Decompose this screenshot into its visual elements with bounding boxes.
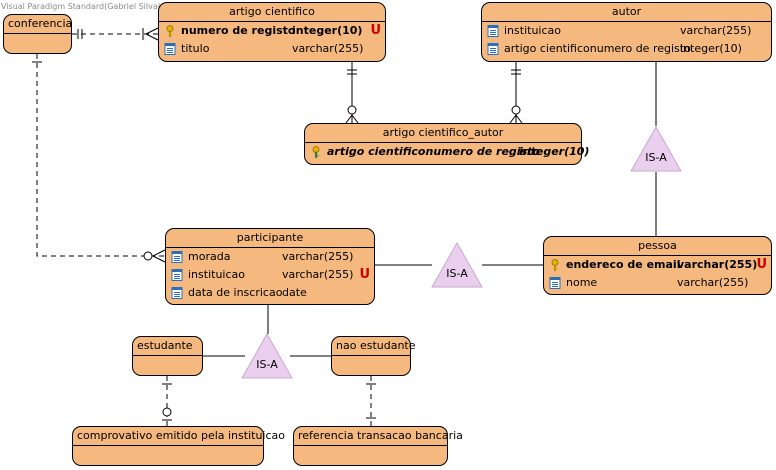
entity-title: artigo cientifico (159, 3, 385, 22)
isa-label: IS-A (645, 151, 667, 164)
column-row[interactable]: artigo cientificonumero de registo integ… (305, 143, 589, 161)
entity-title: autor (482, 3, 771, 22)
entity-artigo-cientifico-autor[interactable]: artigo cientifico_autor artigo cientific… (304, 123, 589, 165)
unique-marker: U (756, 257, 767, 272)
column-name: artigo cientificonumero de registo (504, 42, 691, 55)
column-row[interactable]: nome varchar(255) (544, 274, 771, 292)
isa-triangle-icon (630, 125, 682, 172)
column-type: varchar(255) (677, 258, 758, 271)
column-row[interactable]: data de inscricao date (166, 284, 374, 302)
column-name: numero de registo (181, 24, 296, 37)
column-type: integer(10) (292, 24, 363, 37)
isa-triangle-icon (431, 241, 483, 288)
isa-participante-pessoa[interactable]: IS-A (431, 241, 483, 288)
column-icon (487, 43, 499, 55)
entity-title: nao estudante (332, 337, 416, 356)
entity-title: comprovativo emitido pela instituicao (73, 427, 285, 446)
column-icon (164, 43, 176, 55)
column-name: instituicao (188, 268, 245, 281)
column-type: varchar(255) (282, 268, 354, 281)
column-name: endereco de email (566, 258, 681, 271)
column-row[interactable]: instituicao varchar(255) U (166, 266, 374, 284)
entity-title: artigo cientifico_autor (305, 124, 581, 143)
column-name: artigo cientificonumero de registo (327, 145, 540, 158)
entity-title: conferencia (4, 15, 72, 34)
entity-nao-estudante[interactable]: nao estudante (331, 336, 416, 376)
column-icon (549, 277, 561, 289)
entity-title: participante (166, 229, 374, 248)
entity-title: referencia transacao bancaria (294, 427, 463, 446)
column-type: date (282, 286, 307, 299)
column-name: instituicao (504, 24, 561, 37)
column-icon (171, 269, 183, 281)
key-icon (551, 259, 559, 271)
column-type: integer(10) (519, 145, 590, 158)
column-type: integer(10) (680, 42, 742, 55)
column-type: varchar(255) (282, 250, 354, 263)
column-icon (171, 251, 183, 263)
column-row[interactable]: artigo cientificonumero de registo integ… (482, 40, 771, 58)
entity-artigo-cientifico[interactable]: artigo cientifico numero de registo inte… (158, 2, 386, 62)
unique-marker: U (370, 23, 381, 38)
entity-comprovativo[interactable]: comprovativo emitido pela instituicao (72, 426, 285, 466)
column-row[interactable]: morada varchar(255) (166, 248, 374, 266)
entity-participante[interactable]: participante morada varchar(255) institu… (165, 228, 375, 305)
column-row[interactable]: titulo varchar(255) (159, 40, 385, 58)
column-row[interactable]: instituicao varchar(255) (482, 22, 771, 40)
rel-conferencia-participante (36, 54, 165, 257)
entity-title: pessoa (544, 237, 771, 256)
column-icon (487, 25, 499, 37)
isa-label: IS-A (256, 358, 278, 371)
unique-marker: U (359, 267, 370, 282)
column-row[interactable]: numero de registo integer(10) U (159, 22, 385, 40)
column-type: varchar(255) (680, 24, 752, 37)
entity-referencia[interactable]: referencia transacao bancaria (293, 426, 463, 466)
column-name: titulo (181, 42, 210, 55)
entity-pessoa[interactable]: pessoa endereco de email varchar(255) U … (543, 236, 772, 295)
column-name: data de inscricao (188, 286, 283, 299)
column-type: varchar(255) (677, 276, 749, 289)
isa-triangle-icon (241, 332, 293, 379)
foreign-key-icon (312, 146, 320, 158)
entity-estudante[interactable]: estudante (132, 336, 203, 376)
entity-conferencia[interactable]: conferencia (3, 14, 72, 54)
entity-autor[interactable]: autor instituicao varchar(255) artigo ci… (481, 2, 772, 62)
key-icon (166, 25, 174, 37)
column-icon (171, 287, 183, 299)
isa-autor-pessoa[interactable]: IS-A (630, 125, 682, 172)
watermark: Visual Paradigm Standard(Gabriel Silva(U… (1, 2, 260, 11)
column-name: nome (566, 276, 598, 289)
isa-label: IS-A (446, 267, 468, 280)
column-type: varchar(255) (292, 42, 364, 55)
column-name: morada (188, 250, 231, 263)
entity-title: estudante (133, 337, 202, 356)
isa-participante-subtipos[interactable]: IS-A (241, 332, 293, 379)
column-row[interactable]: endereco de email varchar(255) U (544, 256, 771, 274)
